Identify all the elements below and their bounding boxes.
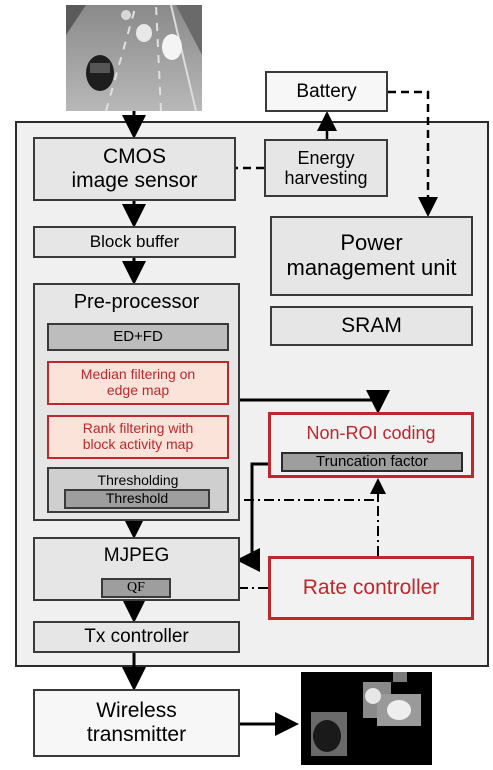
pre-processor-label: Pre-processor: [73, 291, 200, 313]
median-filtering-label: Median filtering on edge map: [80, 366, 196, 398]
energy-harvesting-label: Energy harvesting: [284, 147, 368, 188]
wireless-transmitter-block: Wireless transmitter: [33, 689, 240, 757]
sram-label: SRAM: [341, 314, 402, 338]
battery-label: Battery: [296, 80, 357, 102]
rate-controller-label: Rate controller: [302, 576, 440, 600]
thresholding-label: Thresholding: [97, 472, 179, 488]
power-management-unit-label: Power management unit: [286, 230, 457, 280]
median-filtering-block: Median filtering on edge map: [47, 361, 229, 405]
input-camera-image: [66, 5, 202, 111]
output-roi-image: [301, 672, 432, 765]
qf-block: QF: [101, 578, 171, 598]
rank-filtering-label: Rank filtering with block activity map: [82, 420, 194, 452]
rank-filtering-block: Rank filtering with block activity map: [47, 415, 229, 459]
threshold-label: Threshold: [105, 490, 169, 507]
ed-fd-block: ED+FD: [47, 323, 229, 351]
tx-controller-block: Tx controller: [33, 621, 240, 653]
block-buffer-block: Block buffer: [33, 226, 236, 258]
tx-controller-label: Tx controller: [84, 626, 189, 648]
energy-harvesting-block: Energy harvesting: [264, 139, 388, 197]
rate-controller-block: Rate controller: [268, 556, 474, 620]
block-buffer-label: Block buffer: [89, 232, 180, 252]
power-management-unit-block: Power management unit: [270, 216, 473, 296]
cmos-image-sensor-block: CMOS image sensor: [33, 137, 236, 201]
wireless-transmitter-label: Wireless transmitter: [86, 699, 187, 746]
sram-block: SRAM: [270, 306, 473, 346]
threshold-block: Threshold: [64, 489, 210, 509]
non-roi-coding-label: Non-ROI coding: [306, 423, 436, 443]
cmos-image-sensor-label: CMOS image sensor: [71, 145, 198, 192]
ed-fd-label: ED+FD: [113, 327, 163, 345]
truncation-factor-block: Truncation factor: [281, 452, 463, 472]
truncation-factor-label: Truncation factor: [316, 452, 428, 470]
battery-block: Battery: [265, 71, 388, 112]
mjpeg-block: MJPEG: [33, 537, 240, 601]
qf-label: QF: [127, 580, 145, 596]
mjpeg-label: MJPEG: [103, 545, 170, 566]
